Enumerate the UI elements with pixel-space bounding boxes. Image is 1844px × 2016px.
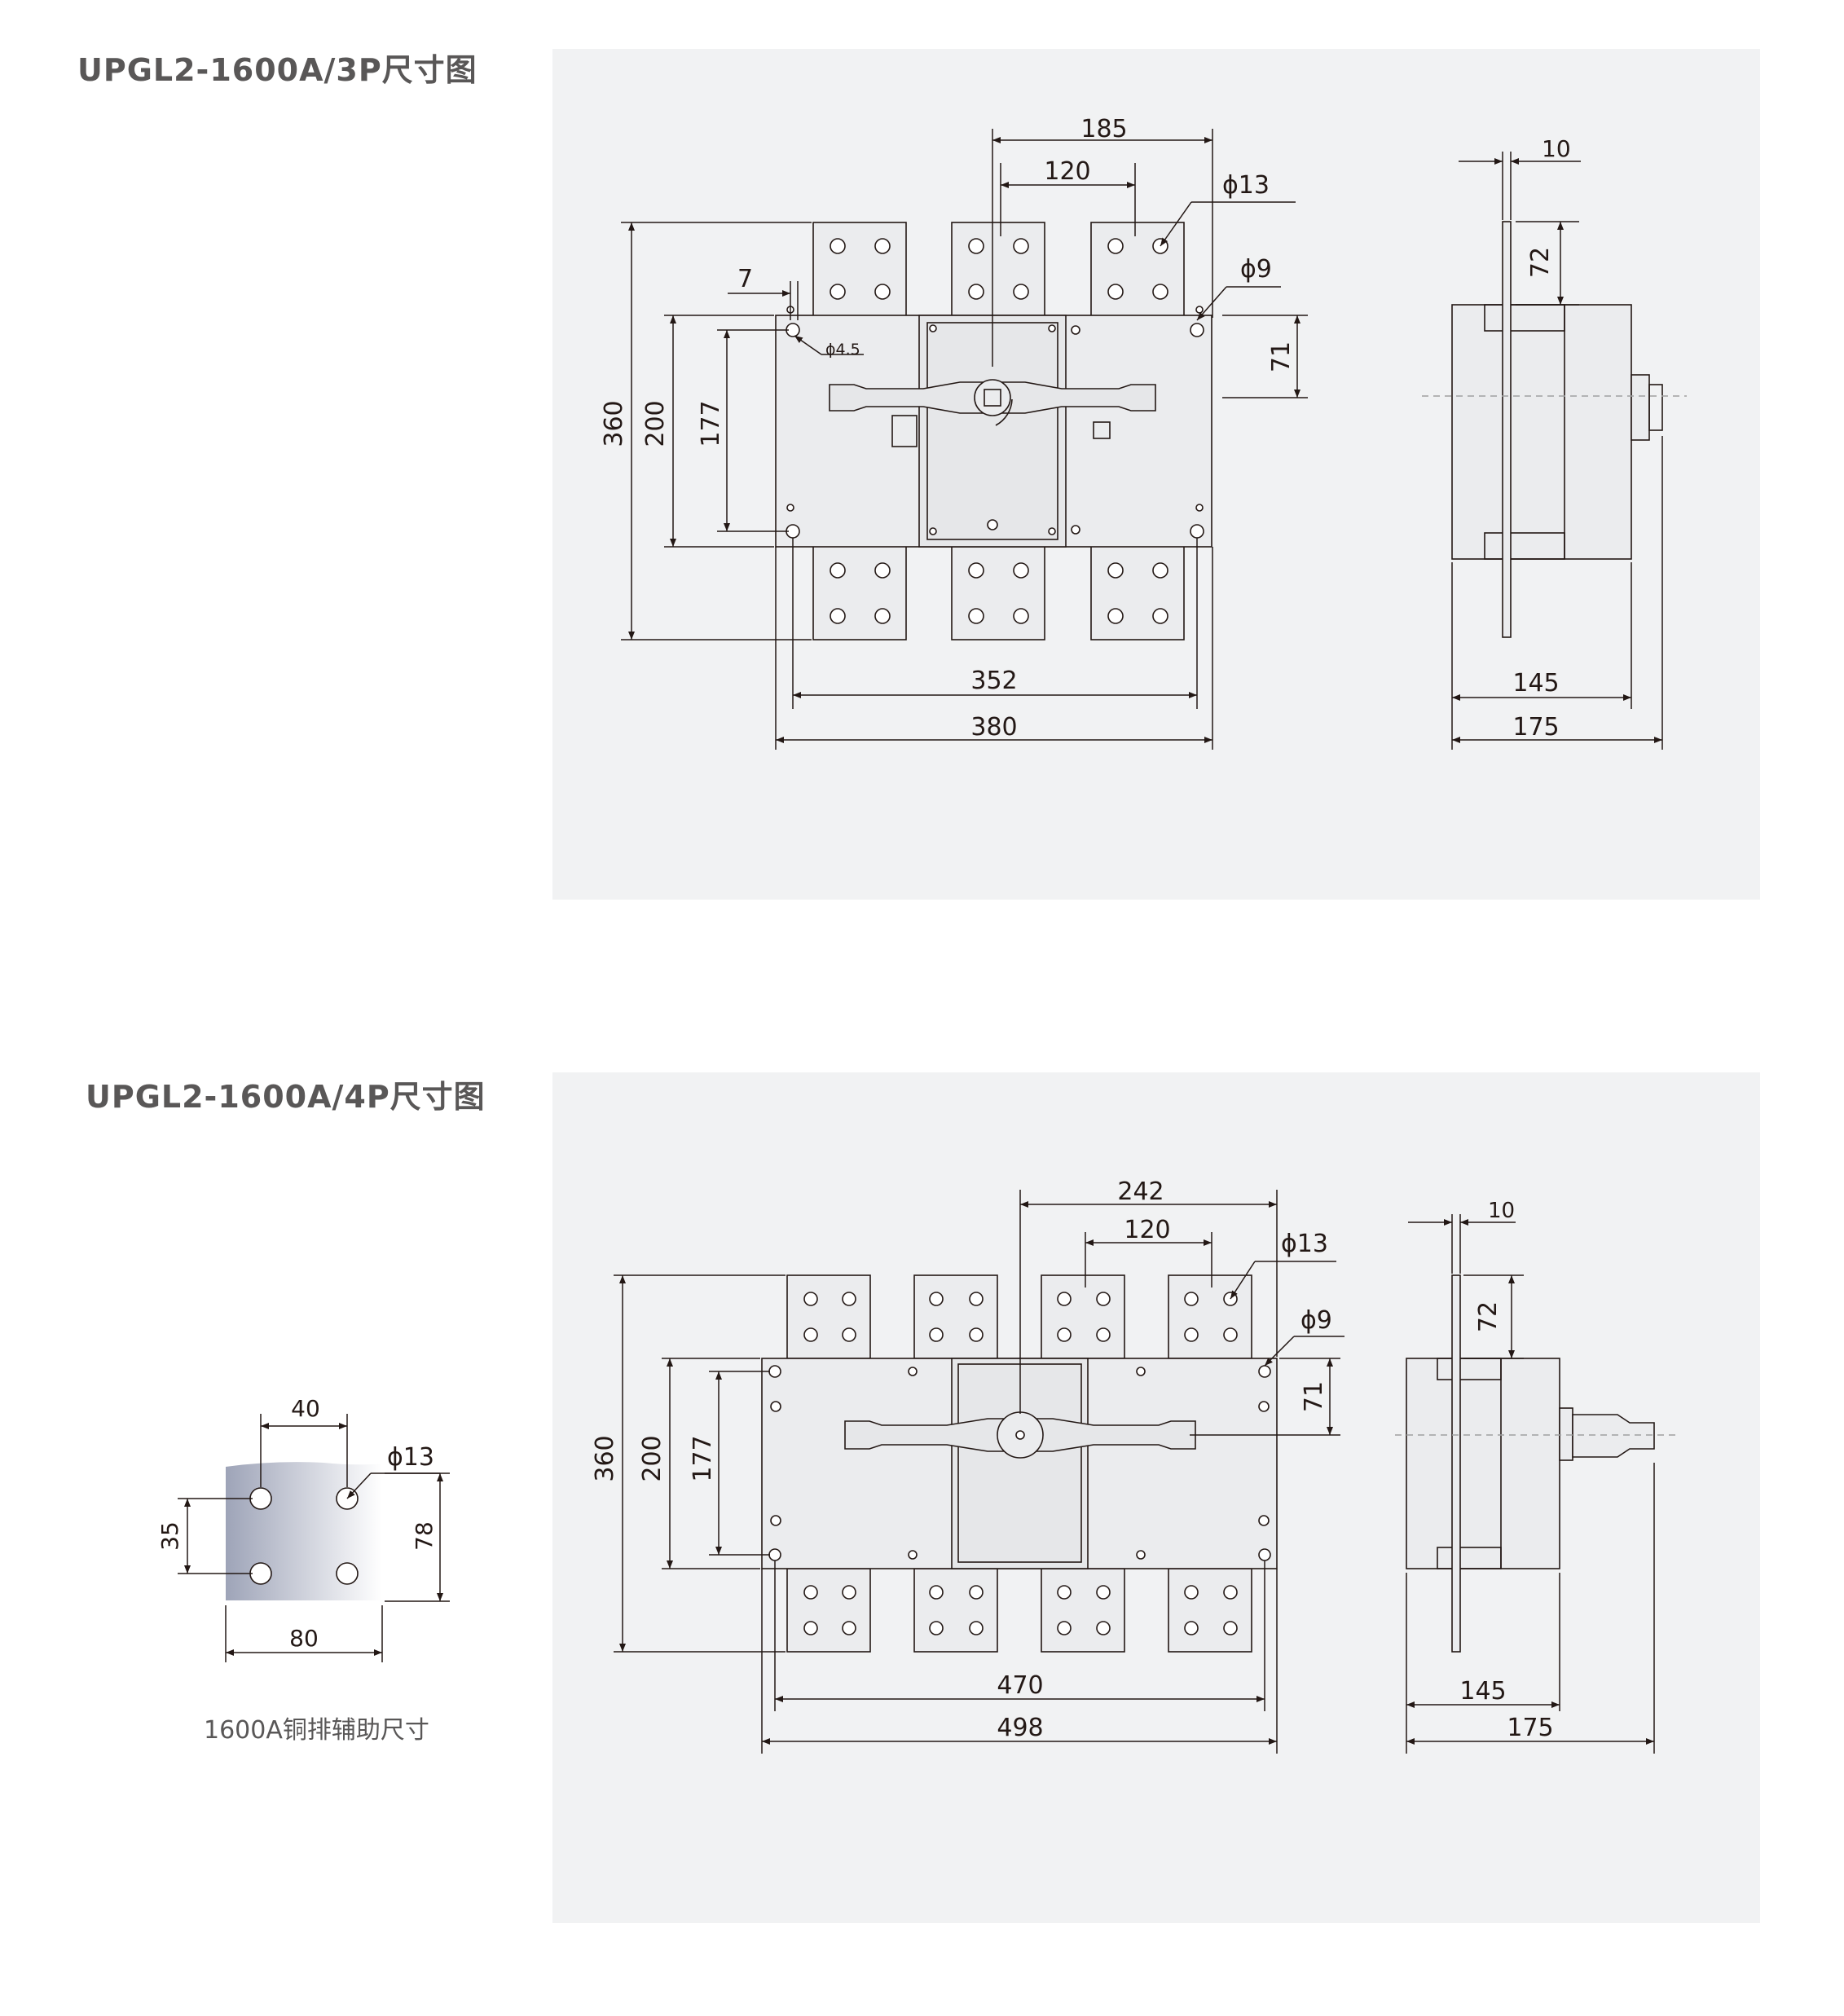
dim-470: 470 xyxy=(997,1671,1043,1700)
dim-120: 120 xyxy=(1124,1216,1170,1244)
dim-177: 177 xyxy=(689,1435,717,1481)
dim-352: 352 xyxy=(970,667,1017,695)
dim-80: 80 xyxy=(289,1625,319,1652)
copper-bar-caption: 1600A铜排辅助尺寸 xyxy=(204,1716,429,1745)
dim-71: 71 xyxy=(1300,1381,1328,1412)
dim-200: 200 xyxy=(641,400,670,447)
dim-78: 78 xyxy=(411,1521,438,1551)
dim-72: 72 xyxy=(1474,1301,1503,1332)
section-title-4p: UPGL2-1600A/4P尺寸图 xyxy=(86,1079,486,1115)
dim-177: 177 xyxy=(697,400,725,447)
dim-72: 72 xyxy=(1526,247,1555,278)
dim-185: 185 xyxy=(1080,115,1127,143)
dim-175: 175 xyxy=(1512,713,1559,742)
copper-bar xyxy=(226,1462,382,1600)
dim-35: 35 xyxy=(156,1521,183,1551)
dim-phi13: ϕ13 xyxy=(1222,171,1270,200)
dim-7: 7 xyxy=(737,265,753,293)
dim-phi9: ϕ9 xyxy=(1240,255,1272,284)
dim-phi9: ϕ9 xyxy=(1300,1306,1332,1335)
side-view-4p xyxy=(1406,1274,1655,1653)
terminal-bar xyxy=(951,222,1045,317)
dim-498: 498 xyxy=(997,1714,1043,1742)
dim-145: 145 xyxy=(1512,669,1559,698)
dim-71: 71 xyxy=(1267,341,1296,372)
dim-360: 360 xyxy=(600,400,628,447)
dim-145: 145 xyxy=(1459,1677,1506,1706)
dim-40: 40 xyxy=(291,1395,320,1422)
terminal-bar xyxy=(1090,545,1185,640)
dim-phi45: ϕ4.5 xyxy=(825,341,860,359)
dim-360: 360 xyxy=(591,1435,619,1481)
section-title-3p: UPGL2-1600A/3P尺寸图 xyxy=(77,52,478,88)
dim-10: 10 xyxy=(1542,135,1571,162)
dim-200: 200 xyxy=(638,1435,667,1481)
dim-380: 380 xyxy=(970,713,1017,742)
dim-120: 120 xyxy=(1044,157,1090,186)
dim-10: 10 xyxy=(1488,1199,1515,1223)
bolt-holes xyxy=(786,238,1204,624)
dim-242: 242 xyxy=(1117,1177,1164,1206)
terminal-bar xyxy=(812,222,907,317)
terminal-bar xyxy=(951,545,1045,640)
dim-175: 175 xyxy=(1507,1714,1553,1742)
dim-phi13: ϕ13 xyxy=(387,1443,434,1472)
dim-phi13: ϕ13 xyxy=(1281,1230,1328,1258)
terminal-bar xyxy=(1090,222,1185,317)
